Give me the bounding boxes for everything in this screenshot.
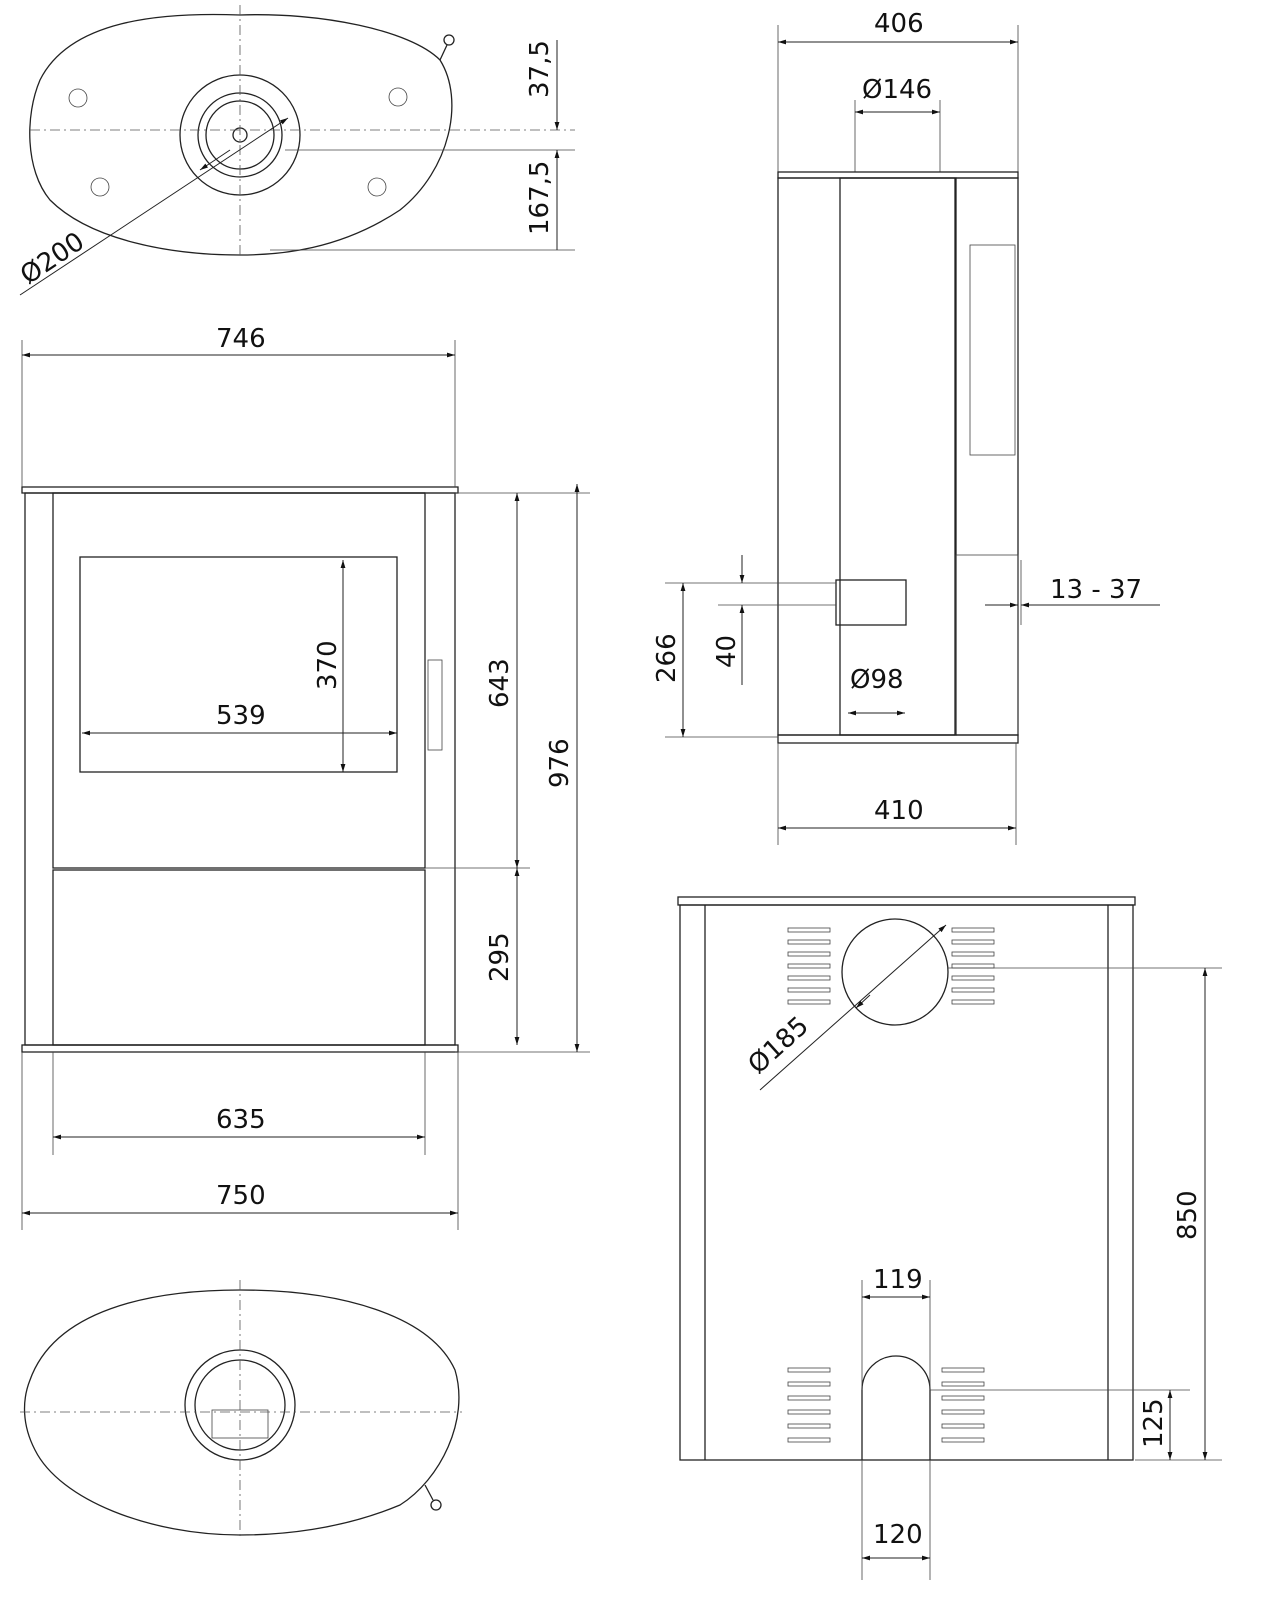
top-view: 37,5 167,5 Ø200 (15, 5, 575, 296)
dim-976: 976 (545, 738, 575, 788)
dim-539: 539 (216, 701, 266, 731)
dim-125: 125 (1139, 1398, 1169, 1448)
dim-d146: Ø146 (862, 75, 932, 105)
dim-266: 266 (652, 633, 682, 683)
dim-850: 850 (1173, 1190, 1203, 1240)
dim-d185: Ø185 (743, 1011, 815, 1080)
dim-295: 295 (485, 932, 515, 982)
dim-750: 750 (216, 1181, 266, 1211)
dim-119: 119 (873, 1265, 923, 1295)
dim-120: 120 (873, 1520, 923, 1550)
dim-d200: Ø200 (15, 227, 90, 291)
side-view: 406 Ø146 266 40 Ø98 13 - 37 410 (652, 9, 1160, 845)
dim-37-5: 37,5 (525, 40, 555, 98)
bottom-view (20, 1280, 462, 1540)
dim-643: 643 (485, 658, 515, 708)
dim-746: 746 (216, 324, 266, 354)
dim-406: 406 (874, 9, 924, 39)
dim-40: 40 (712, 635, 742, 668)
dim-410: 410 (874, 796, 924, 826)
back-view: Ø185 850 125 119 120 (677, 896, 1222, 1580)
front-view: 746 370 539 643 295 976 635 750 (21, 324, 590, 1230)
dim-d98: Ø98 (850, 665, 904, 695)
dim-635: 635 (216, 1105, 266, 1135)
dim-370: 370 (313, 640, 343, 690)
dim-167-5: 167,5 (525, 161, 555, 235)
dim-13-37: 13 - 37 (1050, 575, 1142, 605)
